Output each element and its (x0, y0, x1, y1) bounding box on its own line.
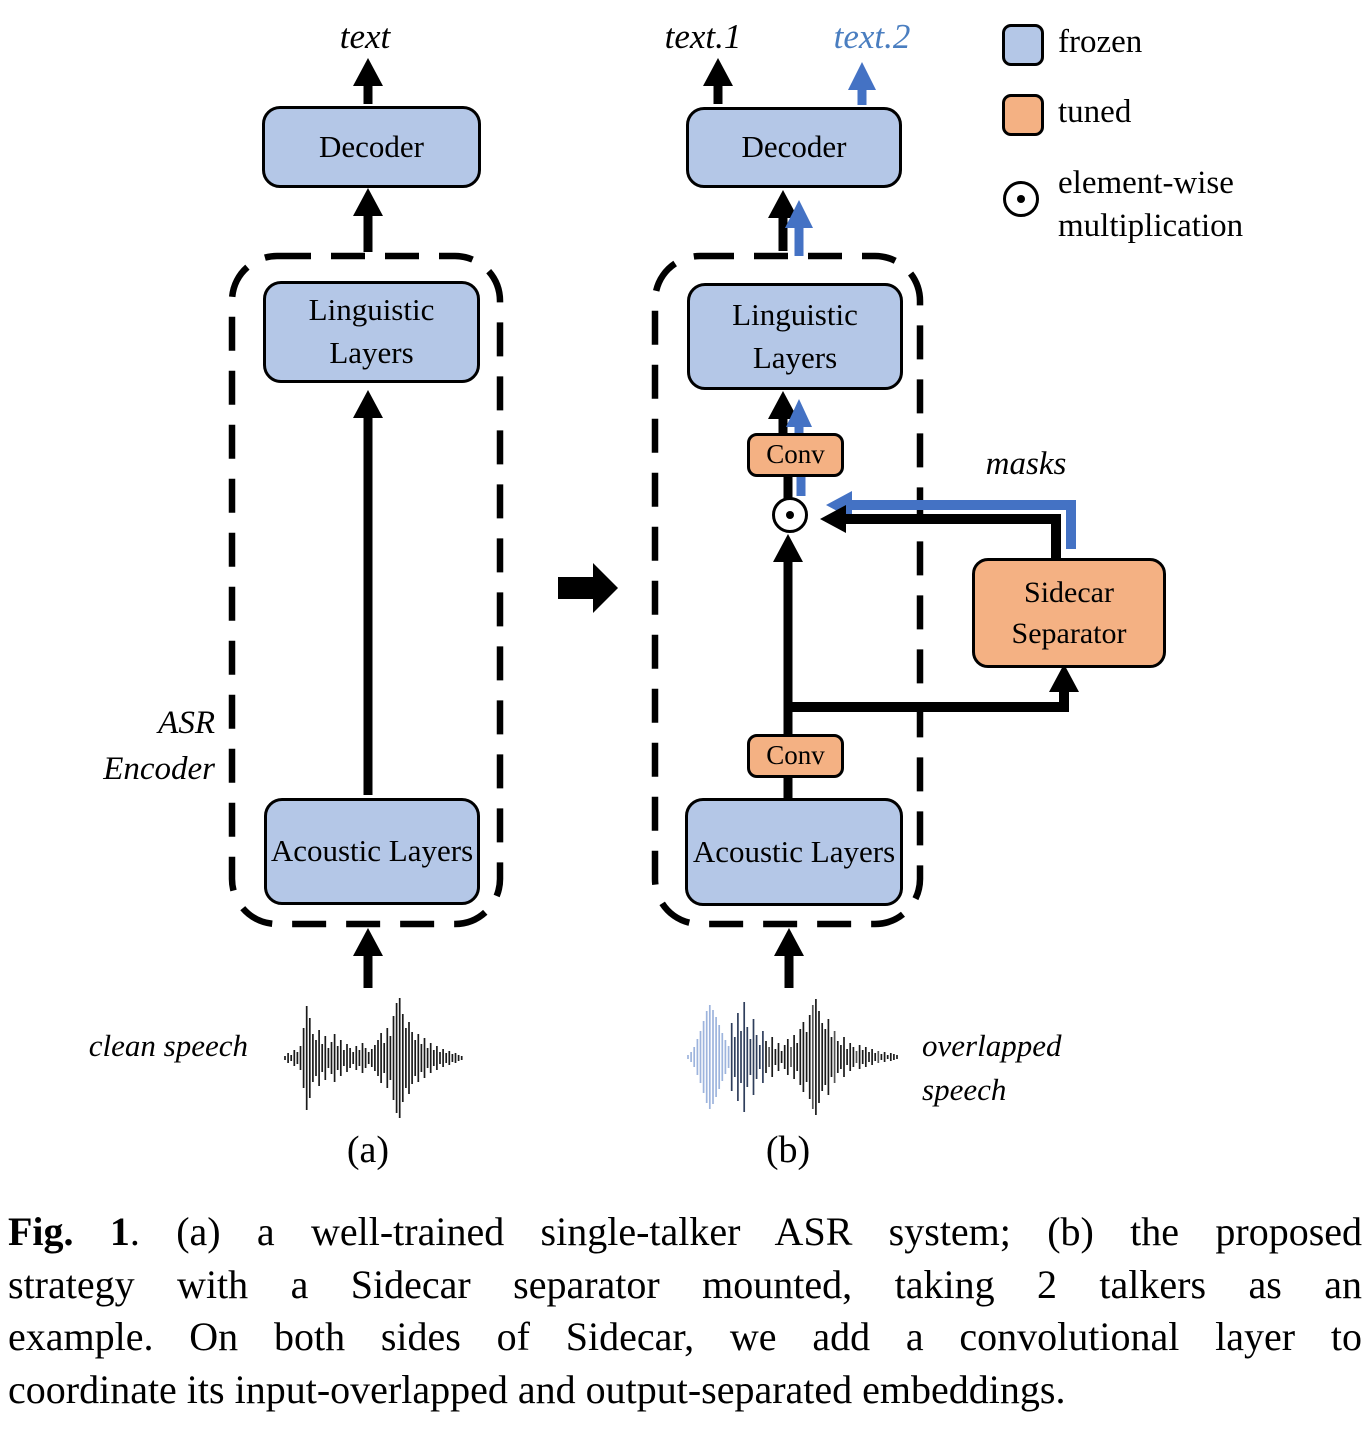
arrow-decoder-to-text2-b (848, 62, 876, 105)
asr-encoder-dashed-border-b (651, 252, 924, 928)
transform-arrow-icon (558, 563, 618, 613)
arrow-acoustic-to-linguistic-a (353, 390, 383, 795)
legend-tuned-label: tuned (1058, 94, 1132, 130)
arrow-speech-to-encoder-a (353, 928, 383, 988)
legend-frozen-label: frozen (1058, 24, 1143, 60)
arrow-linguistic-to-decoder-blue-b (785, 200, 813, 256)
masks-arrow-black (820, 505, 1061, 558)
output-text-label-a: text (339, 17, 391, 56)
acoustic-layers-box-a: Acoustic Layers (264, 798, 480, 905)
arrow-decoder-to-text-a (353, 58, 383, 104)
arrow-embedding-to-sidecar (789, 664, 1079, 712)
caption-line-3: example. On both sides of Sidecar, we ad… (8, 1314, 1362, 1359)
conv-lower-box: Conv (747, 734, 844, 778)
caption-fig-label: Fig. 1 (8, 1209, 130, 1254)
legend-frozen-swatch (1002, 24, 1044, 66)
output-text2-label-b: text.2 (833, 17, 911, 56)
sidecar-separator-box: Sidecar Separator (972, 558, 1166, 668)
linguistic-layers-box-b: Linguistic Layers (687, 283, 903, 390)
legend-tuned-swatch (1002, 94, 1044, 136)
output-text1-label-b: text.1 (664, 17, 742, 56)
acoustic-layers-box-b: Acoustic Layers (685, 798, 903, 906)
arrow-conv-to-linguistic-black-b (768, 391, 798, 434)
legend-elementwise-icon (1003, 181, 1039, 217)
asr-encoder-label: ASR Encoder (103, 705, 215, 788)
figure-caption: Fig. 1. (a) a well-trained single-talker… (8, 1206, 1362, 1416)
conv-upper-box: Conv (747, 433, 844, 477)
arrow-encoder-to-decoder-a (353, 188, 383, 252)
asr-encoder-dashed-border-a (228, 252, 504, 928)
elementwise-multiplication-symbol (772, 497, 808, 533)
subfigure-label-a: (a) (346, 1129, 390, 1171)
decoder-box-b: Decoder (686, 107, 902, 188)
overlapped-speech-waveform (687, 999, 898, 1115)
caption-line-4: coordinate its input-overlapped and outp… (8, 1366, 1066, 1412)
caption-line-1-text: . (a) a well-trained single-talker ASR s… (129, 1209, 1363, 1254)
legend-elementwise-label: element-wise multiplication (1058, 165, 1244, 244)
clean-speech-label: clean speech (88, 1028, 248, 1063)
arrow-decoder-to-text1-b (703, 58, 733, 104)
decoder-box-a: Decoder (262, 106, 481, 188)
linguistic-layers-box-a: Linguistic Layers (263, 281, 480, 383)
masks-label: masks (985, 446, 1067, 482)
arrow-speech-to-encoder-b (774, 928, 804, 988)
arrow-conv-to-linguistic-blue-b (786, 399, 812, 434)
overlapped-speech-label: overlapped speech (922, 1028, 1062, 1108)
caption-line-1: Fig. 1. (a) a well-trained single-talker… (8, 1206, 1362, 1259)
clean-speech-waveform (284, 998, 463, 1118)
caption-line-2: strategy with a Sidecar separator mounte… (8, 1261, 1362, 1307)
arrow-linguistic-to-decoder-black-b (768, 190, 798, 251)
subfigure-label-b: (b) (765, 1129, 811, 1171)
